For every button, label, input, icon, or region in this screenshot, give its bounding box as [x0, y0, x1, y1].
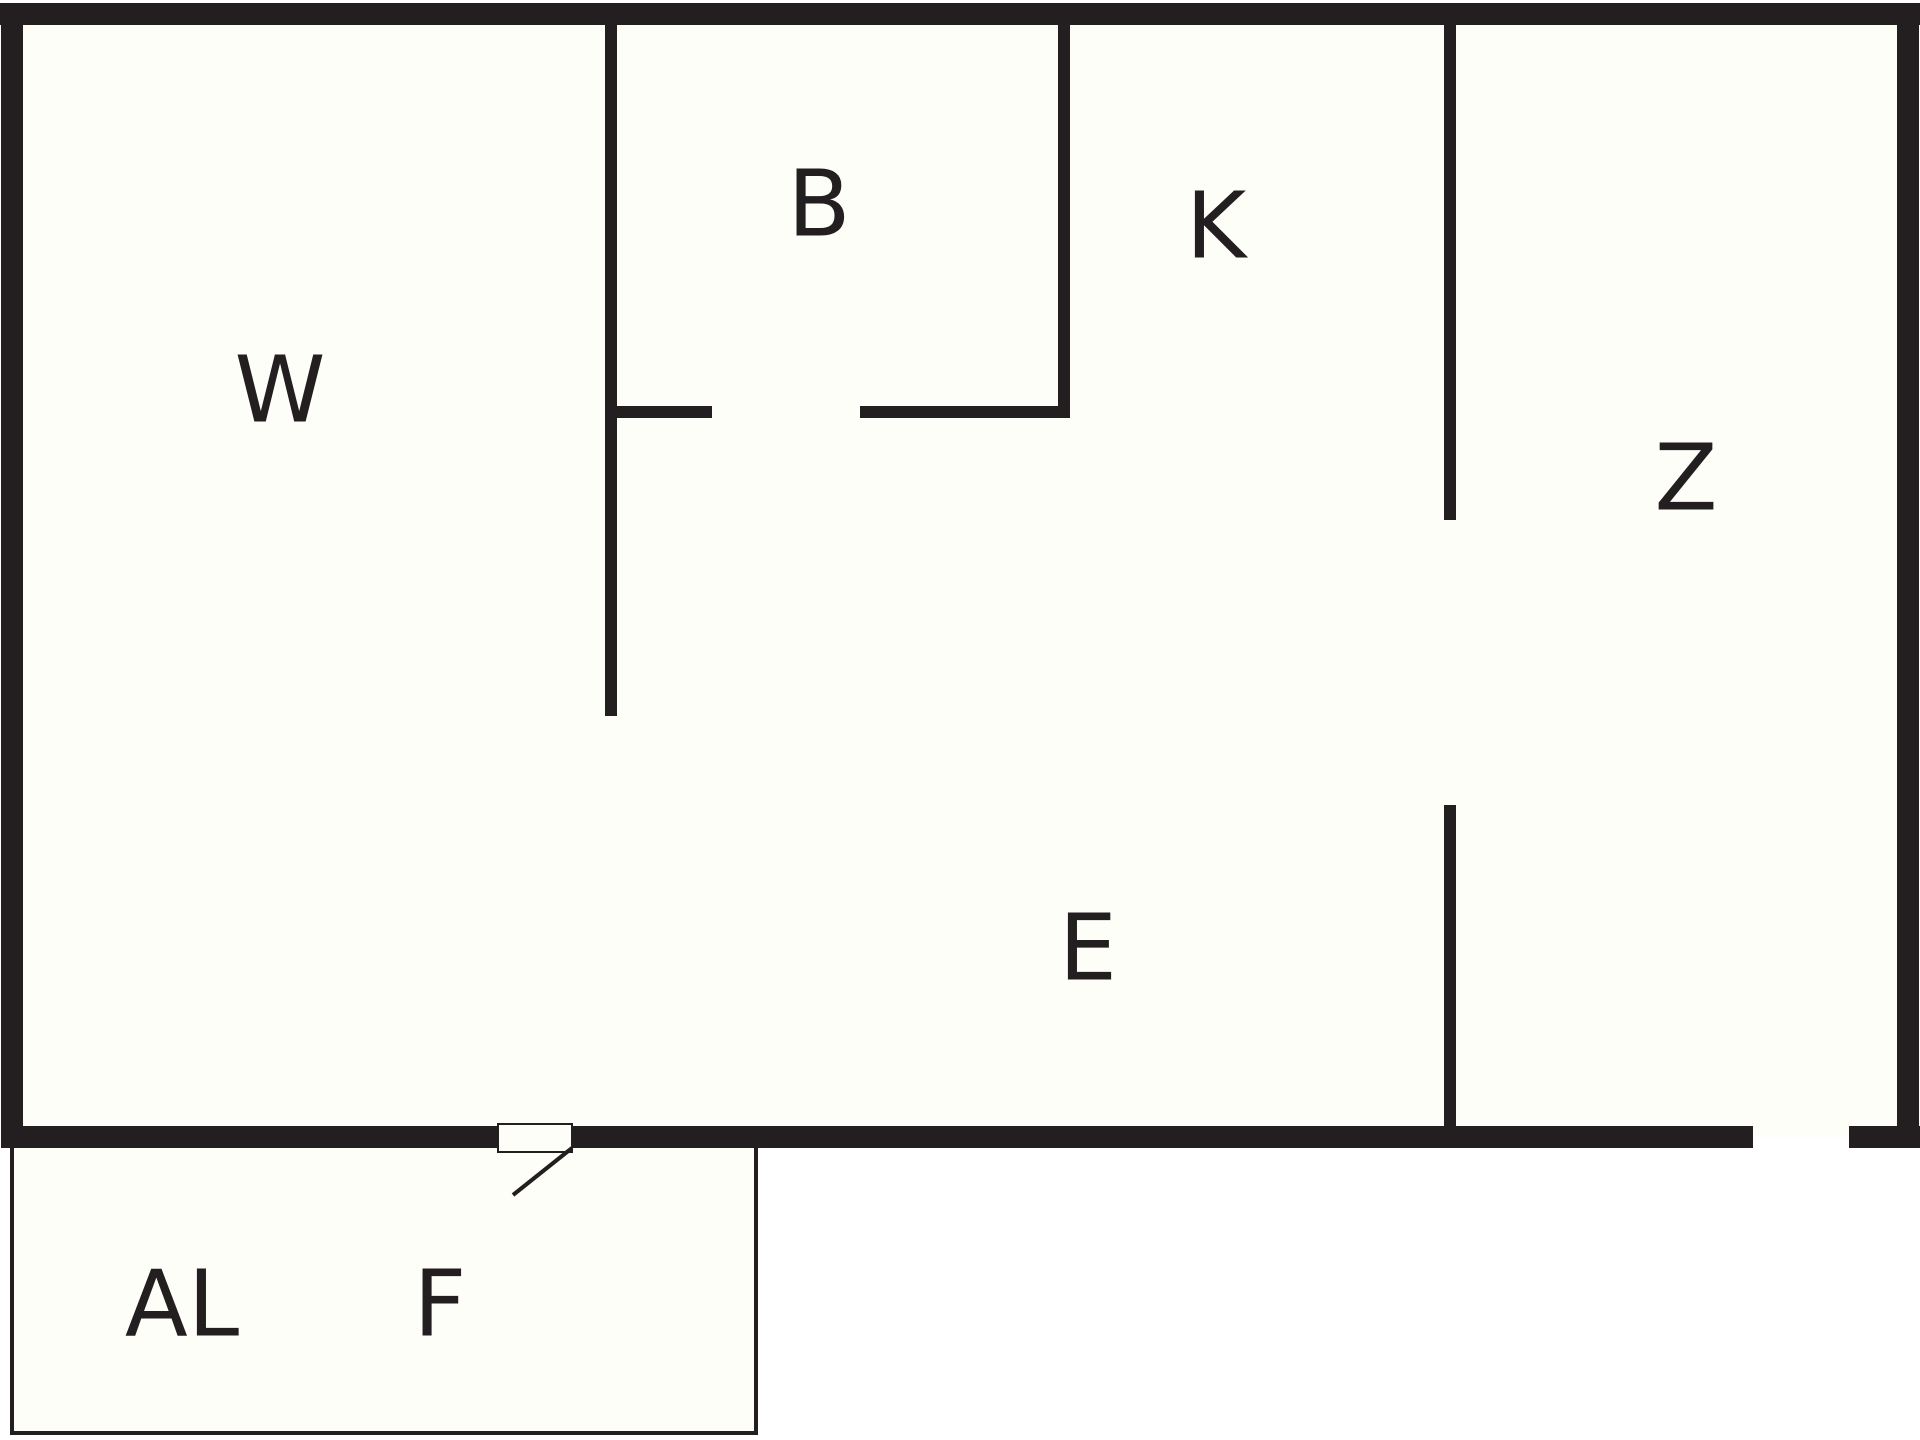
room-label-b: B — [787, 150, 850, 257]
balcony-door — [497, 1123, 573, 1153]
balcony-floor-area — [12, 1137, 755, 1435]
main-floor-area — [12, 12, 1908, 1137]
room-label-e: E — [1059, 894, 1117, 1001]
balcony-door-swing — [511, 1146, 574, 1197]
room-label-f: F — [414, 1250, 467, 1357]
room-label-w: W — [235, 336, 326, 443]
room-label-z: Z — [1654, 424, 1717, 531]
room-label-k: K — [1186, 172, 1249, 279]
room-label-al: AL — [125, 1250, 239, 1357]
